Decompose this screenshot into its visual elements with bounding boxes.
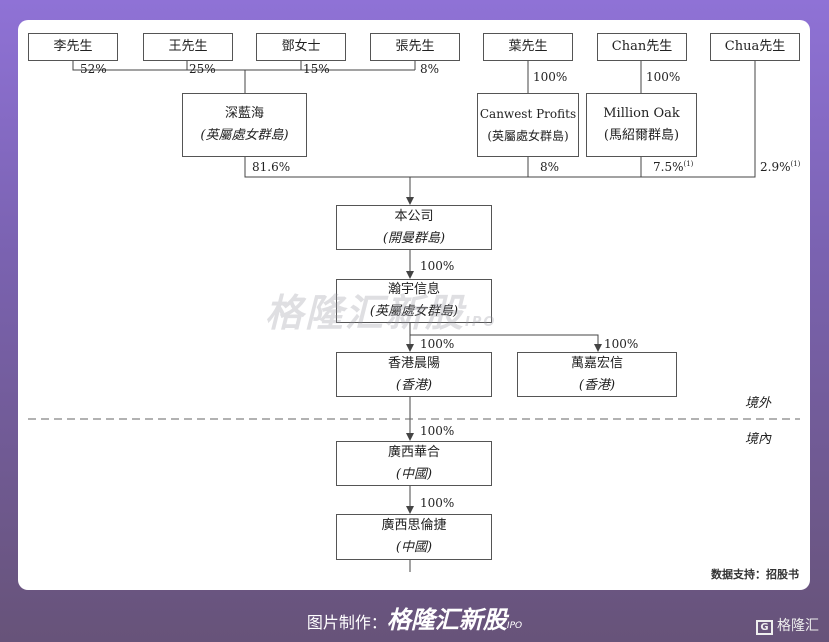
shareholder-chua: Chua先生 (710, 33, 800, 61)
entity-place: (馬紹爾群島) (603, 128, 680, 143)
box-label: Chan先生 (611, 39, 673, 54)
shareholder-li: 李先生 (28, 33, 118, 61)
pct-wang: 25% (189, 62, 216, 76)
pct-chua: 2.9%(1) (760, 160, 800, 174)
entity-place: (香港) (395, 377, 433, 393)
entity-company: 本公司 (開曼群島) (336, 205, 492, 250)
shareholder-yip: 葉先生 (483, 33, 573, 61)
entity-wanjia: 萬嘉宏信 (香港) (517, 352, 677, 397)
footer-brand: 格隆汇新股 (386, 606, 507, 634)
corner-logo: G 格隆汇 (756, 615, 819, 635)
watermark-sub: IPO (465, 315, 497, 330)
source-note: 数据支持：招股书 (711, 568, 799, 581)
box-label: 鄧女士 (281, 39, 321, 54)
pct-hanyu: 100% (420, 259, 455, 273)
pct-chan: 100% (646, 70, 681, 84)
entity-name: 廣西思倫捷 (381, 518, 447, 533)
entity-name: Canwest Profits (479, 107, 577, 121)
entity-shenlanhai: 深藍海 (英屬處女群島) (182, 93, 307, 157)
footnote-ref: (1) (790, 160, 801, 168)
entity-canwest: Canwest Profits (英屬處女群島) (477, 93, 579, 157)
footer-sub: IPO (506, 621, 523, 631)
footer-credit: 图片制作：格隆汇新股IPO (0, 600, 829, 635)
entity-place: (英屬處女群島) (487, 129, 569, 143)
pct-canwest: 8% (540, 160, 560, 174)
pct-guangxi-silunjie: 100% (420, 496, 455, 510)
box-label: Chua先生 (724, 39, 786, 54)
entity-hanyu: 瀚宇信息 (英屬處女群島) (336, 279, 492, 323)
entity-guangxi-silunjie: 廣西思倫捷 (中國) (336, 514, 492, 560)
entity-place: (香港) (578, 377, 616, 393)
box-label: 張先生 (395, 39, 435, 54)
entity-million-oak: Million Oak (馬紹爾群島) (586, 93, 697, 157)
pct-yip: 100% (533, 70, 568, 84)
pct-guangxi-huahe: 100% (420, 424, 455, 438)
label-onshore: 境內 (745, 432, 772, 447)
box-label: 李先生 (53, 39, 93, 54)
pct-zhang: 8% (420, 62, 440, 76)
entity-place: (開曼群島) (382, 230, 446, 246)
shareholder-chan: Chan先生 (597, 33, 687, 61)
watermark-logo: 格隆汇新股IPO (265, 282, 496, 337)
entity-place: (中國) (395, 466, 433, 482)
entity-place: (中國) (395, 540, 433, 555)
footer-prefix: 图片制作： (306, 613, 387, 632)
label-offshore: 境外 (745, 396, 772, 411)
entity-name: Million Oak (603, 106, 680, 121)
watermark-text: 格隆汇新股 (265, 291, 466, 335)
entity-name: 瀚宇信息 (387, 282, 440, 297)
pct-shenlanhai: 81.6% (252, 160, 291, 174)
entity-name: 萬嘉宏信 (570, 355, 623, 371)
entity-place: (英屬處女群島) (369, 304, 459, 319)
pct-value: 2.9% (760, 160, 791, 174)
shareholder-deng: 鄧女士 (256, 33, 346, 61)
shareholder-zhang: 張先生 (370, 33, 460, 61)
entity-name: 本公司 (394, 208, 434, 224)
pct-li: 52% (80, 62, 107, 76)
pct-hk-chenyang: 100% (420, 337, 455, 351)
shareholder-wang: 王先生 (143, 33, 233, 61)
box-label: 王先生 (168, 39, 208, 54)
pct-million-oak: 7.5%(1) (653, 160, 693, 174)
entity-name: 香港晨陽 (387, 355, 440, 371)
entity-place: (英屬處女群島) (200, 128, 289, 143)
footnote-ref: (1) (683, 160, 694, 168)
pct-deng: 15% (303, 62, 330, 76)
pct-wanjia: 100% (604, 337, 639, 351)
entity-guangxi-huahe: 廣西華合 (中國) (336, 441, 492, 486)
entity-hk-chenyang: 香港晨陽 (香港) (336, 352, 492, 397)
pct-value: 7.5% (653, 160, 684, 174)
entity-name: 廣西華合 (387, 444, 440, 460)
logo-g-icon: G (756, 620, 773, 635)
entity-name: 深藍海 (224, 106, 264, 121)
box-label: 葉先生 (508, 39, 548, 54)
corner-logo-text: 格隆汇 (777, 618, 819, 634)
